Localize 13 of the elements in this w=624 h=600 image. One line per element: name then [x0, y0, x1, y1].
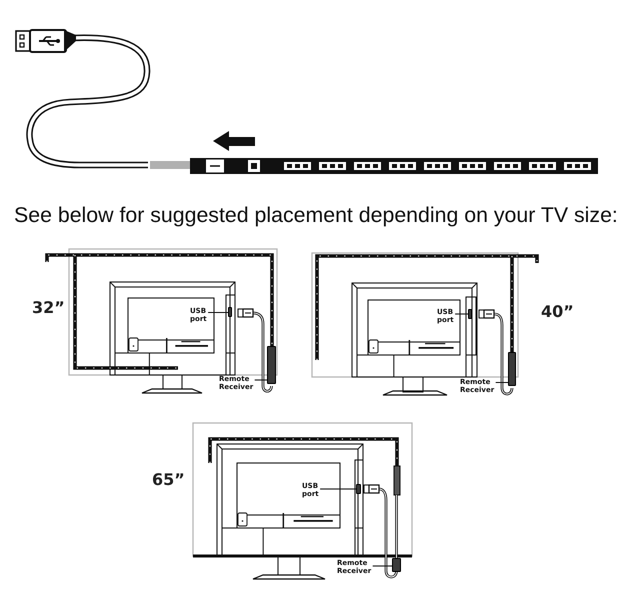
instruction-text: See below for suggested placement depending on your TV size:: [14, 203, 618, 228]
usb-port: [228, 307, 232, 317]
size-label: 32”: [32, 300, 65, 316]
size-label: 40”: [541, 304, 574, 320]
leader-line: [208, 312, 228, 313]
leader-line: [495, 382, 508, 383]
usb-port: [468, 309, 472, 319]
size-label: 65”: [152, 472, 185, 488]
remote-receiver: [267, 346, 276, 384]
remote-receiver: [508, 352, 516, 386]
leader-line: [320, 488, 356, 490]
usb-port: [356, 484, 361, 494]
remote-receiver: [392, 558, 401, 572]
